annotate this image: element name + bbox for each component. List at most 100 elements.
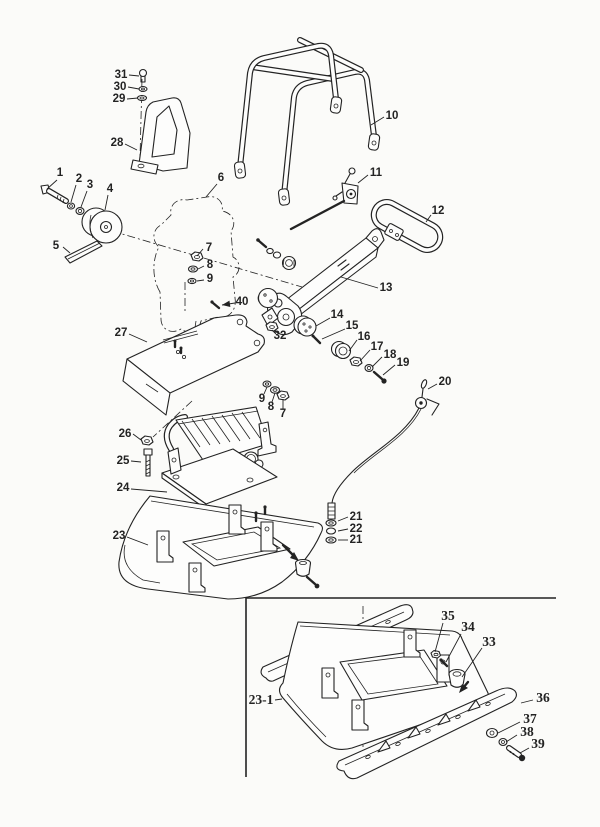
svg-text:19: 19 — [397, 357, 410, 369]
part-label-21: 21 — [337, 511, 363, 523]
svg-text:31: 31 — [115, 69, 128, 81]
part-label-29: 29 — [113, 93, 139, 105]
part-label-16: 16 — [348, 331, 370, 352]
part-4-pulley — [81, 207, 123, 244]
part-label-21b: 21 — [338, 534, 363, 546]
inset-frame — [245, 597, 556, 777]
svg-text:27: 27 — [115, 327, 128, 339]
part-12-loop-handle — [370, 199, 444, 253]
svg-text:32: 32 — [274, 330, 287, 342]
svg-text:10: 10 — [386, 110, 399, 122]
part-label-2: 2 — [70, 173, 82, 203]
part-label-39: 39 — [519, 736, 545, 754]
part-15-pin — [311, 334, 322, 345]
part-label-36: 36 — [520, 690, 550, 705]
part-36-extension-plate — [336, 687, 518, 780]
svg-text:21: 21 — [350, 511, 363, 523]
part-label-17: 17 — [359, 341, 384, 362]
svg-text:2: 2 — [76, 173, 82, 185]
svg-text:26: 26 — [119, 428, 132, 440]
clutch-disc — [257, 287, 279, 309]
part-label-7b: 7 — [280, 399, 286, 420]
part-label-13: 13 — [340, 276, 392, 294]
part-label-18: 18 — [371, 349, 397, 368]
svg-text:29: 29 — [113, 93, 126, 105]
part-label-24: 24 — [117, 482, 168, 494]
part-1-bolt — [40, 184, 69, 204]
part-6-engine-outline — [153, 196, 240, 333]
part-label-10: 10 — [370, 110, 399, 126]
part-label-20: 20 — [427, 376, 452, 390]
part-label-37: 37 — [497, 711, 537, 734]
svg-text:23-1: 23-1 — [249, 692, 274, 707]
part-label-23-1: 23-1 — [249, 692, 283, 707]
svg-text:22: 22 — [350, 523, 363, 535]
part-11-throttle-lever — [289, 167, 359, 231]
part-label-31: 31 — [115, 69, 140, 81]
svg-text:20: 20 — [439, 376, 452, 388]
svg-text:28: 28 — [111, 137, 124, 149]
part-26-nut — [140, 435, 154, 446]
part-label-9b: 9 — [259, 386, 268, 405]
part-label-7a: 7 — [196, 242, 212, 257]
handle-foot — [233, 161, 247, 179]
svg-text:9: 9 — [207, 273, 213, 285]
part-label-6: 6 — [205, 172, 224, 198]
part-label-28: 28 — [111, 137, 138, 151]
part-label-9a: 9 — [196, 273, 213, 285]
plate-bracket — [156, 530, 174, 563]
part-label-30: 30 — [114, 81, 140, 93]
handle-foot — [277, 188, 291, 206]
svg-text:21: 21 — [350, 534, 363, 546]
svg-text:25: 25 — [117, 455, 130, 467]
svg-text:8: 8 — [268, 401, 275, 413]
plate-bracket — [351, 699, 369, 731]
svg-text:9: 9 — [259, 393, 265, 405]
part-label-22: 22 — [337, 523, 363, 535]
svg-text:4: 4 — [107, 183, 114, 195]
part-13-arm — [261, 228, 385, 336]
part-label-12: 12 — [425, 205, 444, 223]
part-33-mount — [448, 668, 470, 693]
part-label-8a: 8 — [197, 259, 214, 271]
svg-text:5: 5 — [53, 240, 60, 252]
part-2-washer — [66, 202, 76, 210]
svg-text:17: 17 — [371, 341, 384, 353]
svg-text:33: 33 — [482, 634, 496, 649]
svg-text:39: 39 — [531, 736, 545, 751]
plate-bracket — [228, 504, 246, 535]
part-label-32: 32 — [271, 329, 287, 342]
svg-text:38: 38 — [520, 724, 534, 739]
part-9b-washer — [262, 380, 272, 388]
svg-text:24: 24 — [117, 482, 130, 494]
part-18-washer — [364, 364, 374, 372]
part-29-washer — [136, 94, 148, 102]
part-24-exciter — [161, 406, 278, 510]
part-label-26: 26 — [119, 428, 142, 441]
part-label-8b: 8 — [268, 392, 276, 413]
part-25-bolt — [143, 448, 153, 477]
svg-text:8: 8 — [207, 259, 214, 271]
plate-bracket — [260, 521, 278, 552]
plate-bracket — [188, 562, 206, 593]
svg-text:1: 1 — [57, 167, 64, 179]
part-3-washer — [75, 207, 85, 215]
part-10-handle-frame — [233, 37, 381, 206]
part-8a-washer — [187, 265, 199, 273]
part-37-washer — [485, 727, 499, 739]
part-label-14: 14 — [315, 309, 344, 327]
part-label-4: 4 — [104, 183, 114, 211]
part-label-34: 34 — [445, 619, 475, 663]
svg-text:7: 7 — [280, 408, 286, 420]
svg-text:6: 6 — [218, 172, 224, 184]
part-35-nut — [430, 649, 442, 659]
svg-text:3: 3 — [87, 179, 93, 191]
part-label-27: 27 — [115, 327, 148, 343]
svg-text:14: 14 — [331, 309, 344, 321]
part-label-3: 3 — [80, 179, 93, 208]
part-label-25: 25 — [117, 455, 142, 467]
drive-shaft-fasteners — [256, 238, 297, 271]
part-30-washer — [138, 86, 148, 92]
